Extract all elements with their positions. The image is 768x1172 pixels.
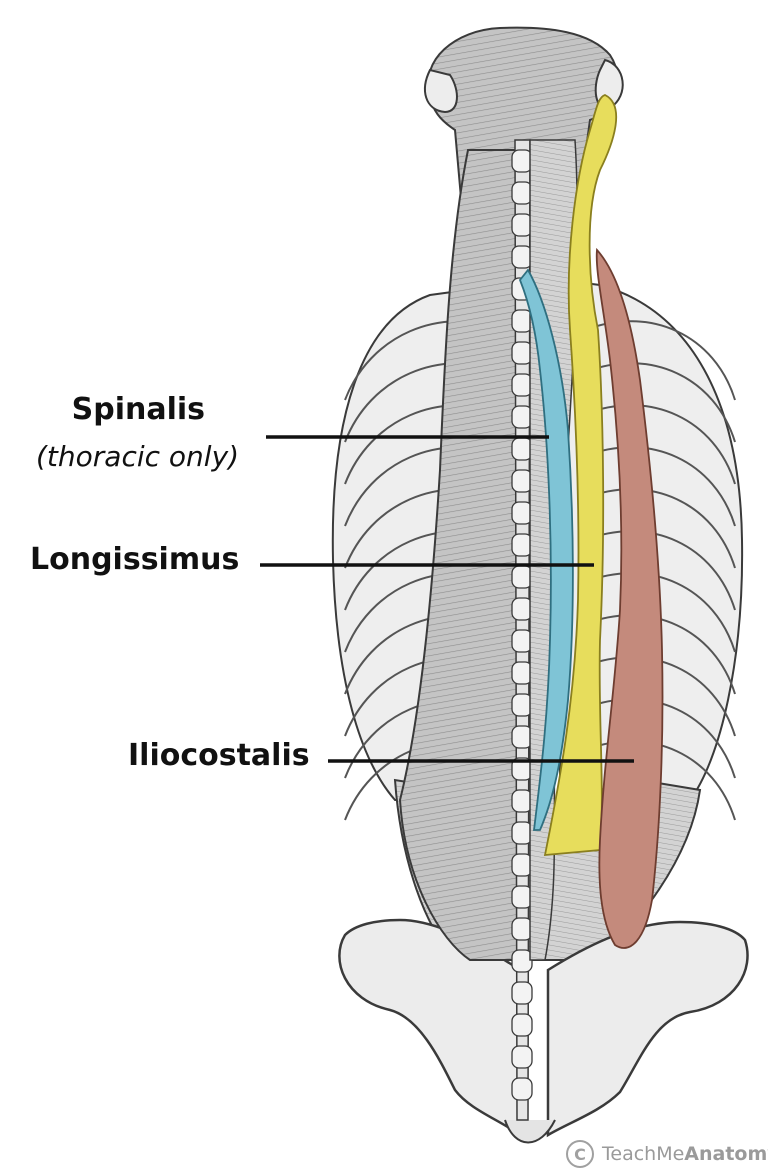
left-erector-muscles	[398, 149, 526, 961]
pelvis	[338, 918, 749, 1144]
leader-lines	[260, 435, 634, 763]
iliocostalis-label: Iliocostalis	[128, 738, 310, 773]
vertebra	[511, 661, 533, 685]
right-rib	[584, 488, 736, 569]
iliocostalis-muscle	[595, 247, 664, 949]
spinalis-note-label: (thoracic only)	[36, 440, 240, 473]
vertebra	[511, 533, 533, 557]
vertebra	[511, 181, 533, 205]
right-rib	[584, 656, 736, 737]
vertebra	[511, 245, 533, 269]
copyright-icon: C	[566, 1140, 594, 1168]
vertebra	[511, 725, 533, 749]
vertebra	[511, 213, 533, 237]
teachmeanatomy-watermark: C TeachMeAnatomyinfo	[566, 1136, 768, 1172]
vertebra	[511, 149, 533, 173]
vertebra	[511, 1013, 533, 1037]
vertebra	[511, 981, 533, 1005]
vertebral-column	[511, 139, 533, 1121]
right-rib	[584, 446, 736, 527]
vertebra	[511, 885, 533, 909]
longissimus-label: Longissimus	[30, 542, 240, 577]
vertebra	[511, 821, 533, 845]
vertebra	[511, 917, 533, 941]
longissimus-muscle	[543, 94, 618, 857]
watermark-brand: TeachMeAnatomyinfo	[602, 1143, 768, 1165]
vertebra	[511, 469, 533, 493]
vertebra	[511, 853, 533, 877]
vertebra	[511, 629, 533, 653]
vertebra	[511, 405, 533, 429]
vertebra	[511, 373, 533, 397]
spinalis-label: Spinalis	[71, 392, 205, 427]
watermark-brand-bold: Anatomy	[684, 1143, 768, 1165]
vertebra	[511, 1077, 533, 1101]
right-rib	[584, 614, 736, 695]
right-rib	[584, 362, 736, 443]
watermark-brand-light: TeachMe	[602, 1143, 685, 1165]
vertebra	[511, 341, 533, 365]
vertebra	[511, 789, 533, 813]
vertebra	[511, 949, 533, 973]
right-rib	[584, 572, 736, 653]
vertebra	[511, 309, 533, 333]
vertebra	[511, 693, 533, 717]
vertebra	[511, 565, 533, 589]
vertebra	[511, 597, 533, 621]
vertebra	[511, 1045, 533, 1069]
spinalis-muscle	[518, 268, 574, 831]
right-rib	[584, 530, 736, 611]
right-rib	[584, 698, 736, 779]
vertebra	[511, 437, 533, 461]
vertebra	[511, 501, 533, 525]
right-rib	[584, 404, 736, 485]
